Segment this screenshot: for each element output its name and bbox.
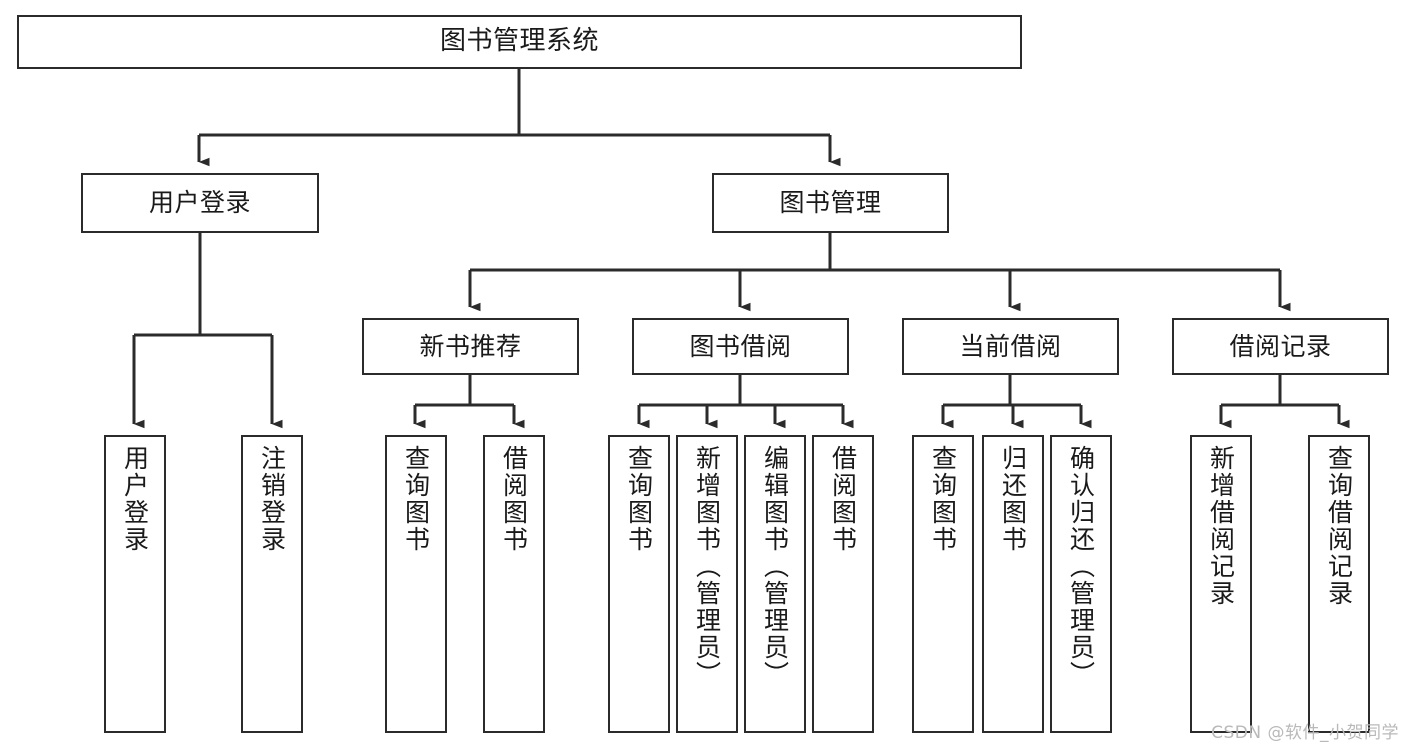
node-label: 编辑图书（管理员）: [760, 445, 790, 688]
node-l13[interactable]: 查询借阅记录: [1308, 435, 1370, 733]
node-label: 确认归还（管理员）: [1066, 445, 1096, 688]
csdn-watermark: CSDN @软件_小贺同学: [1211, 723, 1399, 743]
node-label: 查询借阅记录: [1324, 445, 1354, 607]
node-newbook[interactable]: 新书推荐: [362, 318, 579, 375]
node-label: 注销登录: [257, 445, 287, 553]
node-borrow[interactable]: 图书借阅: [632, 318, 849, 375]
node-label: 当前借阅: [959, 331, 1062, 361]
node-label: 用户登录: [120, 445, 150, 553]
node-l5[interactable]: 查询图书: [608, 435, 670, 733]
node-l7[interactable]: 编辑图书（管理员）: [744, 435, 806, 733]
node-label: 用户登录: [148, 188, 251, 217]
node-label: 图书管理系统: [439, 26, 599, 57]
node-label: 归还图书: [998, 445, 1028, 553]
node-l9[interactable]: 查询图书: [912, 435, 974, 733]
node-l11[interactable]: 确认归还（管理员）: [1050, 435, 1112, 733]
node-label: 借阅记录: [1229, 331, 1332, 361]
node-label: 新增图书（管理员）: [692, 445, 722, 688]
node-l4[interactable]: 借阅图书: [483, 435, 545, 733]
node-l10[interactable]: 归还图书: [982, 435, 1044, 733]
node-l12[interactable]: 新增借阅记录: [1190, 435, 1252, 733]
node-label: 查询图书: [928, 445, 958, 553]
node-label: 新书推荐: [419, 331, 522, 361]
node-records[interactable]: 借阅记录: [1172, 318, 1389, 375]
node-login[interactable]: 用户登录: [81, 173, 319, 233]
node-label: 新增借阅记录: [1206, 445, 1236, 607]
node-label: 借阅图书: [499, 445, 529, 553]
node-l3[interactable]: 查询图书: [385, 435, 447, 733]
node-root[interactable]: 图书管理系统: [17, 15, 1022, 69]
node-bookmgmt[interactable]: 图书管理: [712, 173, 949, 233]
node-l1[interactable]: 用户登录: [104, 435, 166, 733]
node-l8[interactable]: 借阅图书: [812, 435, 874, 733]
node-l6[interactable]: 新增图书（管理员）: [676, 435, 738, 733]
node-l2[interactable]: 注销登录: [241, 435, 303, 733]
node-label: 图书管理: [779, 188, 882, 217]
node-label: 借阅图书: [828, 445, 858, 553]
node-label: 查询图书: [401, 445, 431, 553]
node-label: 查询图书: [624, 445, 654, 553]
node-current[interactable]: 当前借阅: [902, 318, 1119, 375]
node-label: 图书借阅: [689, 331, 792, 361]
